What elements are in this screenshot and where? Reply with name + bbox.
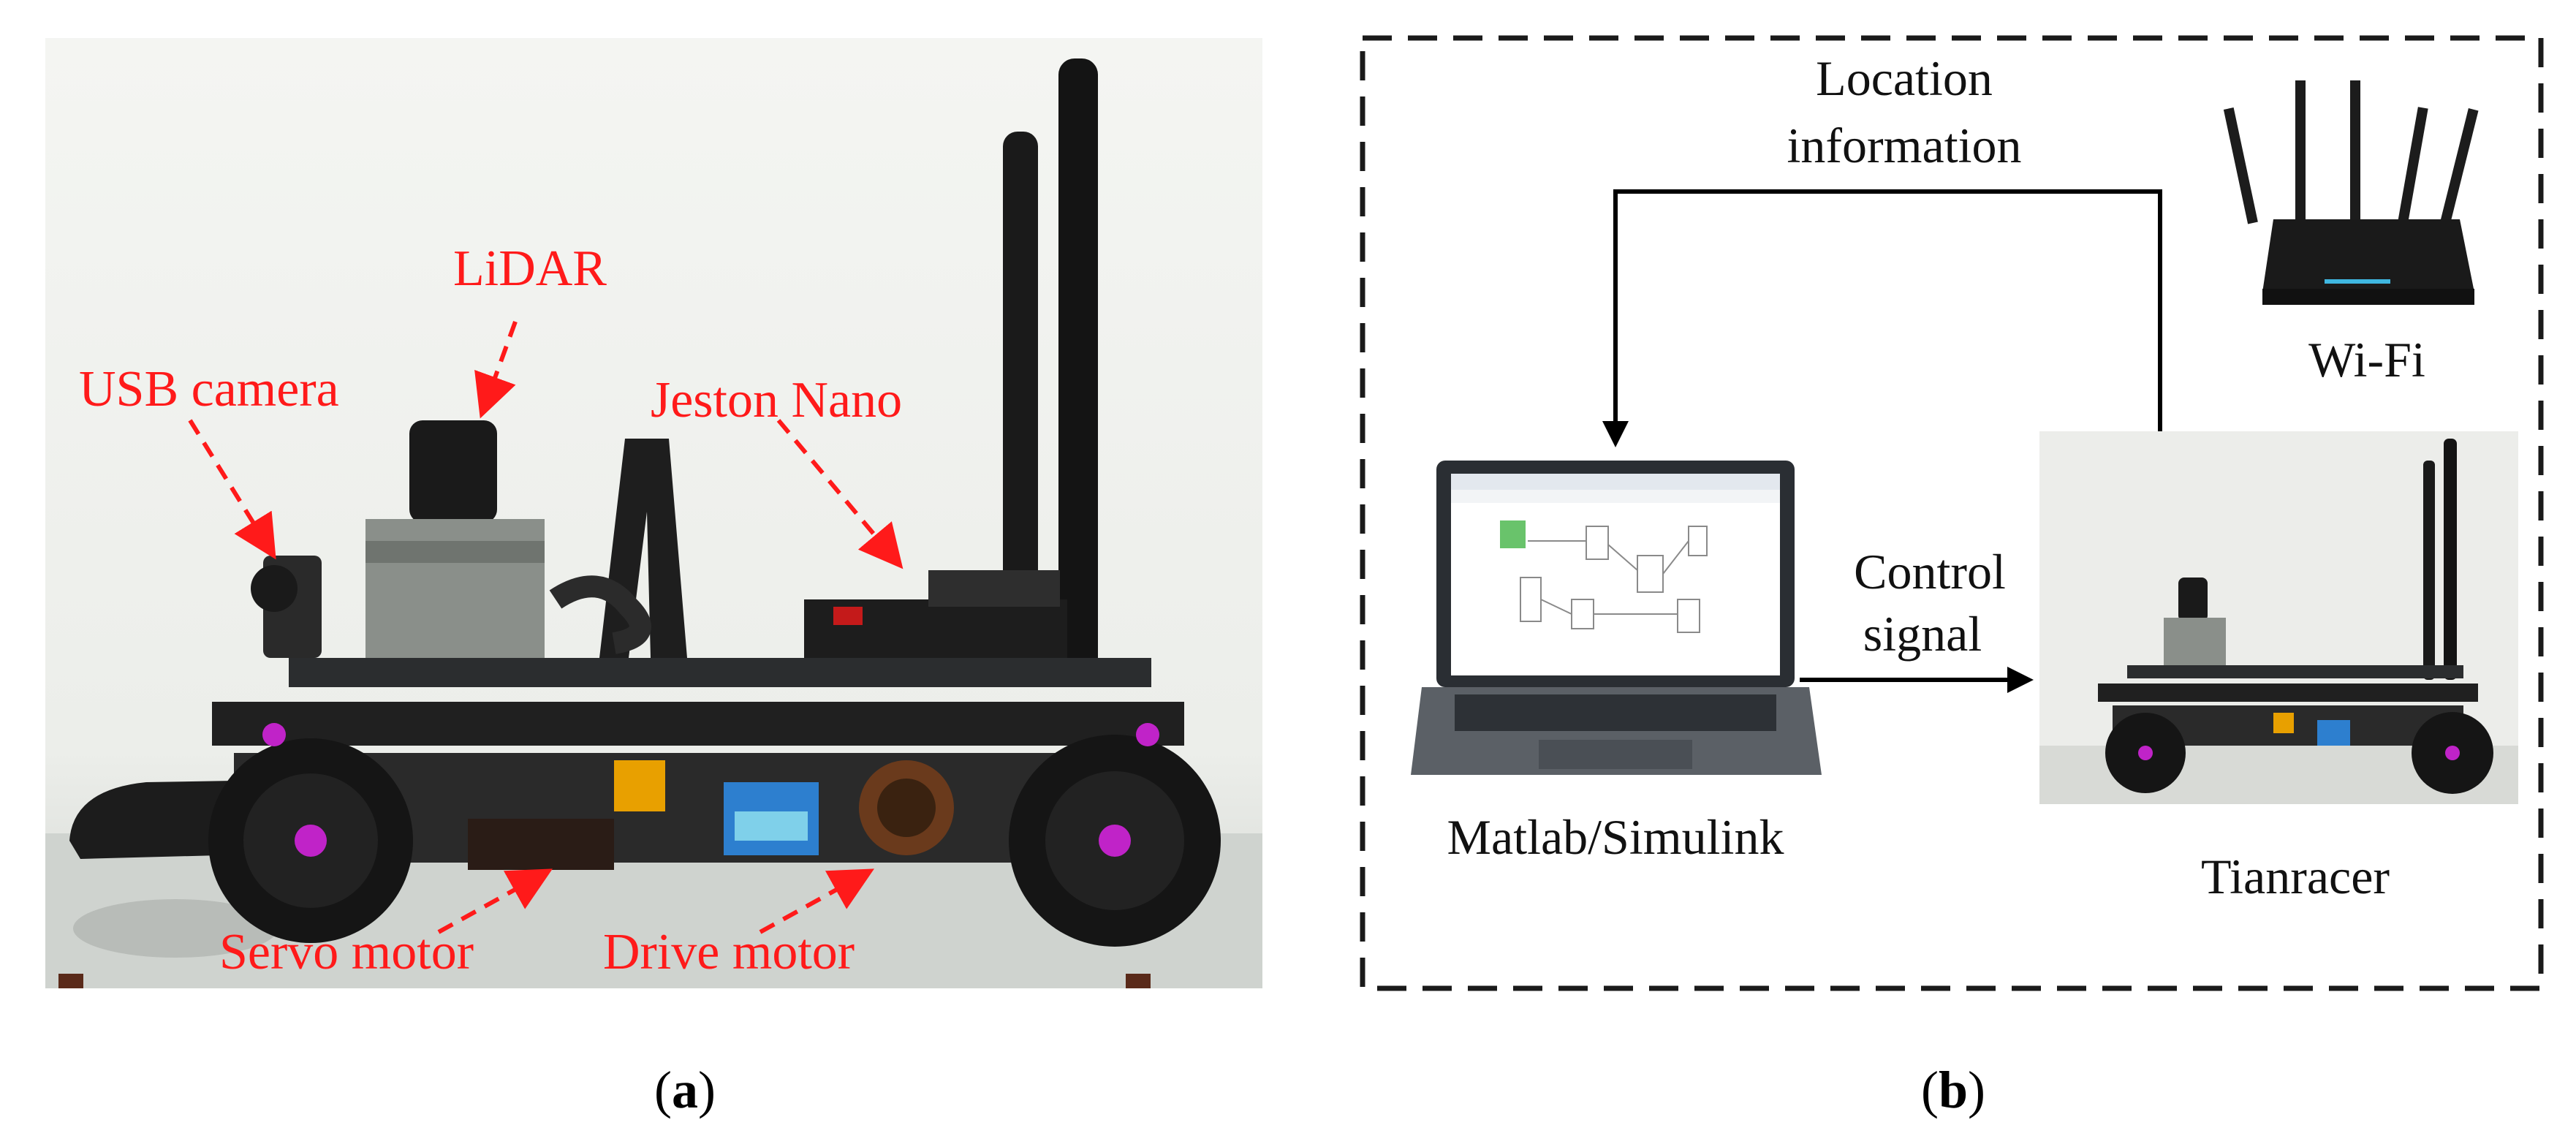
laptop-icon [1411,461,1822,775]
location-label: Location [1816,50,1993,106]
wifi-label: Wi-Fi [2308,332,2425,387]
wifi-router-icon [2223,80,2479,305]
matlab-label: Matlab/Simulink [1447,809,1784,865]
lidar-label: LiDAR [453,241,607,297]
caption-a: (a) [654,1061,716,1119]
jetson-nano-arrow [776,419,904,569]
robot-car-photo [45,38,1262,988]
jetson-nano-label: Jeston Nano [651,372,902,428]
caption-b: (b) [1921,1061,1985,1119]
dashed-border [1360,35,2544,991]
lidar-arrow [474,320,518,419]
servo-motor-arrow [437,868,553,934]
drive-motor-arrow [759,868,874,934]
drive-motor-label: Drive motor [603,924,855,980]
information-label: information [1787,118,2021,173]
control-label: Control [1854,544,2006,599]
signal-label: signal [1863,606,1982,662]
tianracer-label: Tianracer [2201,849,2390,904]
usb-camera-label: USB camera [79,361,339,417]
servo-motor-label: Servo motor [219,924,474,980]
location-arrow [1602,189,2162,447]
robot-car-thumbnail-icon [2039,431,2518,804]
